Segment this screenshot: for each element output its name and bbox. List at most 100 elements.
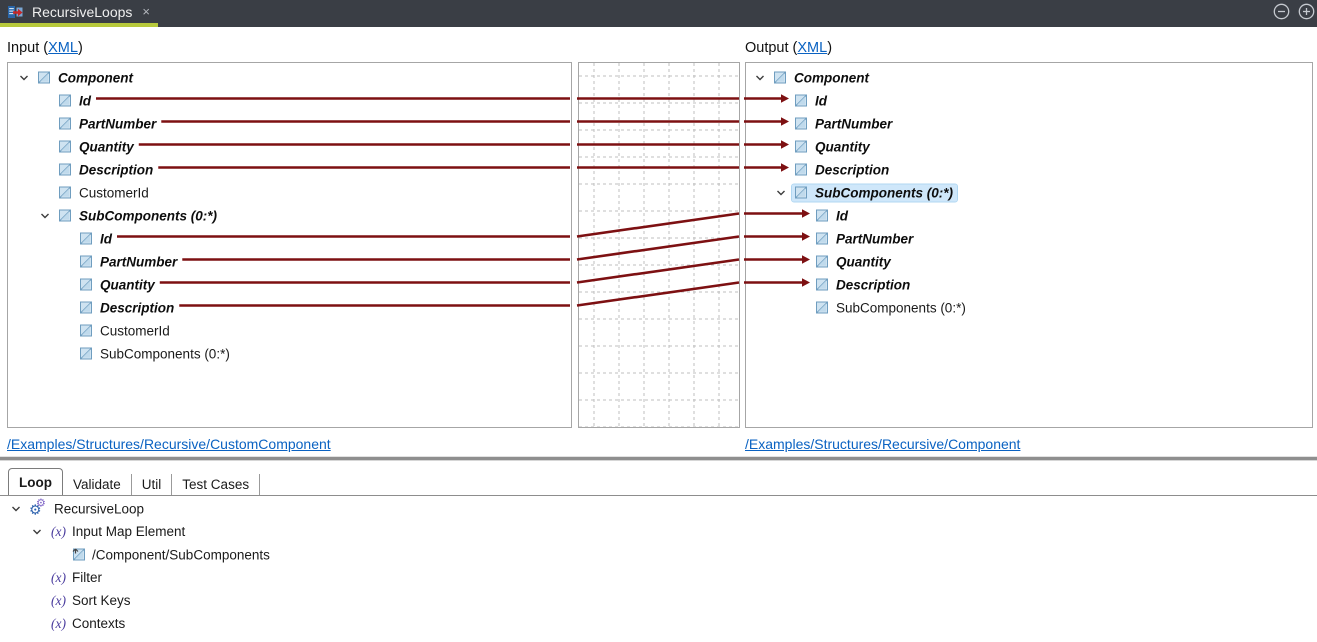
input-tree-row[interactable]: Quantity [8,273,571,296]
output-label-suffix: ) [827,40,833,56]
output-tree-row[interactable]: PartNumber [746,227,1312,250]
tree-node[interactable]: Quantity [77,276,159,293]
tree-node[interactable]: SubComponents (0:*) [56,207,221,224]
tree-node-label: PartNumber [836,231,914,246]
tab-test-cases[interactable]: Test Cases [172,474,261,495]
output-tree-row[interactable]: Quantity [746,250,1312,273]
tab-validate[interactable]: Validate [63,474,132,495]
loop-tree-node[interactable]: (x)Filter [49,569,106,587]
output-tree-row[interactable]: Quantity [746,135,1312,158]
input-tree-row[interactable]: Id [8,89,571,112]
tab-util[interactable]: Util [132,474,173,495]
tree-node[interactable]: PartNumber [792,115,896,132]
function-fx-icon: (x) [51,569,66,585]
output-schema-path-link[interactable]: /Examples/Structures/Recursive/Component [745,436,1021,452]
tree-node-label: SubComponents (0:*) [836,300,966,315]
chevron-down-icon[interactable] [18,72,30,84]
chevron-down-icon[interactable] [39,210,51,222]
tree-node-label: SubComponents (0:*) [79,208,217,223]
tree-node[interactable]: Description [792,161,893,178]
tree-node-label: Quantity [100,277,155,292]
tree-node[interactable]: Description [813,276,914,293]
output-tree-row[interactable]: SubComponents (0:*) [746,181,1312,204]
input-tree-row[interactable]: CustomerId [8,181,571,204]
tree-node[interactable]: Id [77,230,116,247]
close-icon[interactable]: × [142,4,150,19]
xml-element-icon [815,301,829,315]
tree-node-label: Id [815,93,827,108]
tree-node[interactable]: Id [792,92,831,109]
chevron-down-icon[interactable] [754,72,766,84]
circled-plus-icon[interactable] [1298,3,1315,20]
input-section-label: Input (XML) [7,40,83,56]
input-tree-row[interactable]: PartNumber [8,250,571,273]
input-tree-row[interactable]: Component [8,66,571,89]
tree-node[interactable]: Quantity [56,138,138,155]
tree-node[interactable]: CustomerId [77,322,174,339]
loop-tree-row[interactable]: ⚙⚙ RecursiveLoop [0,497,1317,520]
chevron-down-icon[interactable] [10,503,22,515]
grid-background [579,63,739,427]
tree-node[interactable]: PartNumber [77,253,181,270]
tree-node[interactable]: Description [77,299,178,316]
loop-tree-node[interactable]: (x)Sort Keys [49,592,135,610]
loop-tree-node[interactable]: ⚙⚙ RecursiveLoop [28,497,148,518]
loop-tree-node[interactable]: (x)Contexts [49,615,129,633]
input-tree-row[interactable]: CustomerId [8,319,571,342]
horizontal-splitter[interactable] [0,456,1317,461]
tree-node[interactable]: PartNumber [813,230,917,247]
tree-node[interactable]: SubComponents (0:*) [77,345,234,362]
tree-node[interactable]: SubComponents (0:*) [813,299,970,316]
tree-node[interactable]: Description [56,161,157,178]
tree-node[interactable]: Component [771,69,873,86]
selected-tree-node[interactable]: SubComponents (0:*) [791,183,958,202]
xml-element-icon [794,163,808,177]
loop-tree-row[interactable]: /Component/SubComponents [0,543,1317,566]
circled-minus-icon[interactable] [1273,3,1290,20]
tree-node[interactable]: Id [813,207,852,224]
loop-tree-label: RecursiveLoop [54,501,145,516]
input-tree-row[interactable]: Id [8,227,571,250]
chevron-down-icon[interactable] [31,526,43,538]
xml-element-icon [794,94,808,108]
loop-tree-row[interactable]: (x)Input Map Element [0,520,1317,543]
input-tree-row[interactable]: PartNumber [8,112,571,135]
input-schema-path-link[interactable]: /Examples/Structures/Recursive/CustomCom… [7,436,331,452]
loop-tree-row[interactable]: (x)Sort Keys [0,589,1317,612]
tree-node-label: Description [815,162,890,177]
gears-icon: ⚙⚙ [29,497,46,517]
loop-tree-row[interactable]: (x)Filter [0,566,1317,589]
tree-node[interactable]: CustomerId [56,184,153,201]
document-tab-recursiveloops[interactable]: RecursiveLoops × [0,0,162,23]
output-tree-row[interactable]: PartNumber [746,112,1312,135]
xml-element-icon [58,94,72,108]
output-tree-row[interactable]: Id [746,204,1312,227]
input-tree-row[interactable]: Quantity [8,135,571,158]
tree-node-label: Description [100,300,175,315]
tree-node[interactable]: Quantity [813,253,895,270]
tree-node[interactable]: Quantity [792,138,874,155]
output-tree-row[interactable]: Description [746,158,1312,181]
tab-loop[interactable]: Loop [8,468,63,495]
input-tree-row[interactable]: Description [8,158,571,181]
xml-element-icon [58,117,72,131]
input-xml-link[interactable]: XML [48,40,78,56]
output-tree-row[interactable]: Id [746,89,1312,112]
input-tree-row[interactable]: SubComponents (0:*) [8,204,571,227]
loop-tree-node[interactable]: (x)Input Map Element [49,523,189,541]
tree-node[interactable]: PartNumber [56,115,160,132]
input-tree-row[interactable]: Description [8,296,571,319]
output-tree-row[interactable]: SubComponents (0:*) [746,296,1312,319]
output-tree-row[interactable]: Description [746,273,1312,296]
output-tree-row[interactable]: Component [746,66,1312,89]
output-xml-link[interactable]: XML [797,40,828,56]
active-tab-underline [0,23,158,27]
tree-node[interactable]: Id [56,92,95,109]
input-tree-row[interactable]: SubComponents (0:*) [8,342,571,365]
loop-tree-row[interactable]: (x)Contexts [0,612,1317,635]
loop-tree-node[interactable]: /Component/SubComponents [70,546,274,563]
tree-node[interactable]: Component [35,69,137,86]
loop-tree-label: /Component/SubComponents [92,547,270,562]
chevron-down-icon[interactable] [775,187,787,199]
